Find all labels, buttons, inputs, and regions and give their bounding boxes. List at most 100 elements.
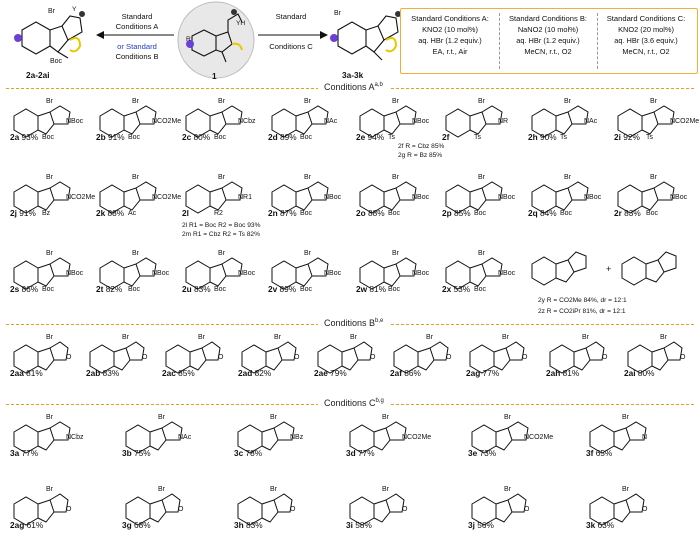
product-2-structure xyxy=(14,11,85,59)
ring-substituent-label: NBz xyxy=(290,434,304,441)
compound-yield-label: 3e 73% xyxy=(468,448,497,458)
n-protecting-group-label: Ts xyxy=(474,134,481,141)
indoline-skeleton-icon xyxy=(237,421,295,454)
ring-substituent-label: NBoc xyxy=(498,194,516,201)
ring-substituent-label: NBoc xyxy=(412,194,430,201)
n-protecting-group-label: Boc xyxy=(474,210,487,217)
n-protecting-group-label: Boc xyxy=(214,134,227,141)
section-title-a: Conditions Aa,b xyxy=(318,82,389,92)
br-label: Br xyxy=(392,174,399,181)
conditions-box: Standard Conditions A: KNO2 (10 mol%) aq… xyxy=(400,8,698,74)
compound-yield-label: 2w 81% xyxy=(356,284,386,294)
compound-yield-label: 2ae 79% xyxy=(314,368,347,378)
compound-yield-label: 2k 88% xyxy=(96,208,125,218)
indoline-skeleton-icon xyxy=(349,493,405,526)
n-protecting-group-label: Boc xyxy=(388,286,401,293)
ring-substituent-label: NBoc xyxy=(670,194,688,201)
br-label: Br xyxy=(478,250,485,257)
boc-label: Boc xyxy=(50,58,63,65)
br-label: Br xyxy=(564,98,571,105)
ring-substituent-label: NR1 xyxy=(238,194,253,201)
compound-yield-label: 2f xyxy=(442,132,450,142)
oxygen-label: O xyxy=(446,354,452,361)
br-label: Br xyxy=(158,414,165,421)
indoline-skeleton-icon xyxy=(359,105,417,138)
product-3-structure xyxy=(330,11,401,61)
br-label: Br xyxy=(350,334,357,341)
indoline-skeleton-icon xyxy=(549,341,605,374)
indoline-skeleton-icon xyxy=(13,257,71,290)
br-label: Br xyxy=(502,334,509,341)
indoline-skeleton-icon xyxy=(99,257,157,290)
indoline-skeleton-icon xyxy=(617,105,675,138)
br-label: Br xyxy=(564,174,571,181)
indoline-skeleton-icon xyxy=(471,493,527,526)
n-protecting-group-label: Boc xyxy=(42,286,55,293)
compound-yield-label: 2i 92% xyxy=(614,132,640,142)
oxygen-label: O xyxy=(370,354,376,361)
ring-substituent-label: NAc xyxy=(584,118,598,125)
compound-yield-label: 2u 83% xyxy=(182,284,211,294)
compound-yield-label: 2x 53% xyxy=(442,284,471,294)
compound-yield-label: 3d 77% xyxy=(346,448,375,458)
br-label: Br xyxy=(270,414,277,421)
compound-yield-label: 2ac 85% xyxy=(162,368,195,378)
compound-yield-label: 2aa 81% xyxy=(10,368,43,378)
ring-substituent-label: NBoc xyxy=(152,270,170,277)
compound-yield-label: 2j 91% xyxy=(10,208,36,218)
indoline-skeleton-icon xyxy=(589,421,647,454)
compound-yield-label: 2af 86% xyxy=(390,368,421,378)
br-label: Br xyxy=(304,250,311,257)
conditions-b: Standard Conditions B: NaNO2 (10 mol%) a… xyxy=(508,14,588,56)
oxygen-label: O xyxy=(680,354,686,361)
diastereomer-pair-structure: + xyxy=(531,251,677,286)
compound-yield-label: 2h 90% xyxy=(528,132,557,142)
indoline-skeleton-icon xyxy=(89,341,145,374)
compound-yield-label: 2b 91% xyxy=(96,132,125,142)
left-compound-label: 2a-2ai xyxy=(26,70,50,80)
starting-material-1 xyxy=(177,1,255,79)
br-label: Br xyxy=(504,486,511,493)
compound-yield-label: 2q 84% xyxy=(528,208,557,218)
n-protecting-group-label: Boc xyxy=(42,134,55,141)
arrow-left-label-top: Standard Conditions A xyxy=(115,12,159,31)
y-label: Y xyxy=(72,6,77,13)
br-label: Br xyxy=(392,250,399,257)
br-label: Br xyxy=(426,334,433,341)
br-label: Br xyxy=(478,174,485,181)
ring-substituent-label: NBoc xyxy=(324,194,342,201)
conditions-a: Standard Conditions A: KNO2 (10 mol%) aq… xyxy=(411,14,489,56)
compound-yield-label: 3f 65% xyxy=(586,448,613,458)
br-label: Br xyxy=(304,174,311,181)
indoline-skeleton-icon xyxy=(185,257,243,290)
indoline-skeleton-icon xyxy=(471,421,529,454)
indoline-skeleton-icon xyxy=(99,181,157,214)
oxygen-label: O xyxy=(66,354,72,361)
br-label: Br xyxy=(46,98,53,105)
indoline-skeleton-icon xyxy=(165,341,221,374)
indoline-skeleton-icon xyxy=(185,181,243,214)
compound-yield-label: 2ag 77% xyxy=(466,368,500,378)
indoline-skeleton-icon xyxy=(271,105,329,138)
compound-yield-label: 3i 58% xyxy=(346,520,372,530)
br-label: Br xyxy=(478,98,485,105)
ring-substituent-label: NBoc xyxy=(412,270,430,277)
ring-substituent-label: NAc xyxy=(324,118,338,125)
br-label: Br xyxy=(660,334,667,341)
indoline-skeleton-icon xyxy=(469,341,525,374)
section-title-b: Conditions Bb,e xyxy=(318,318,390,328)
br-label: Br xyxy=(122,334,129,341)
